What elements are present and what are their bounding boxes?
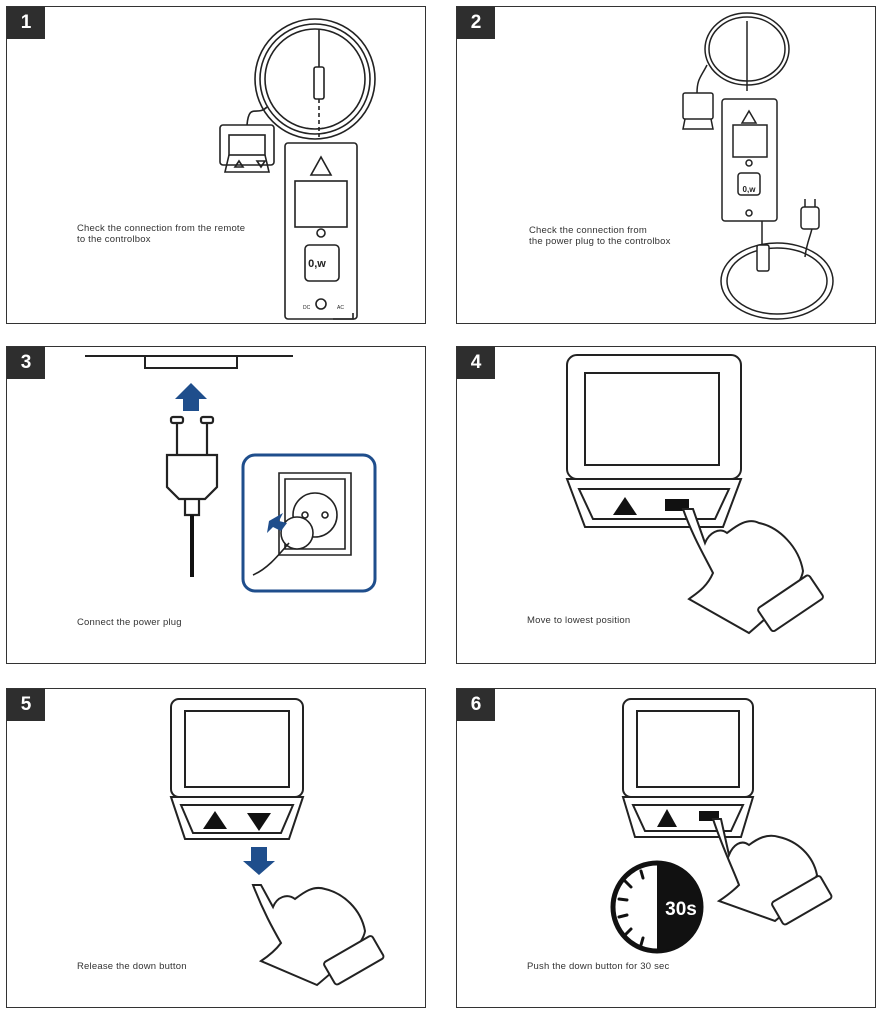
push-down-30sec-illustration: 30s	[610, 698, 833, 954]
dc-label: DC	[303, 305, 311, 311]
step-caption: Check the connection from the remote to …	[77, 223, 246, 245]
step-number-badge: 6	[457, 689, 495, 721]
step-panel-3: 3 Connect the power	[6, 346, 426, 664]
step-panel-2: 2 0,w Check the connecti	[456, 6, 876, 324]
up-arrow-icon	[175, 383, 207, 411]
step-caption: Connect the power plug	[77, 617, 182, 628]
up-button-icon	[203, 811, 227, 829]
step-number-badge: 2	[457, 7, 495, 39]
release-down-button-illustration	[169, 698, 385, 987]
step-number-badge: 4	[457, 347, 495, 379]
timer-icon	[610, 860, 704, 954]
insert-arrow-icon	[267, 513, 287, 533]
step-panel-5: 5 Release the down button	[6, 688, 426, 1008]
step-caption: Move to lowest position	[527, 615, 631, 626]
up-button-icon	[657, 809, 677, 827]
standby-logo-text: 0,w	[308, 258, 326, 270]
down-button-icon	[699, 811, 719, 821]
down-button-icon	[247, 813, 271, 831]
ac-label: AC	[337, 305, 344, 311]
step-caption: Check the connection from the power plug…	[529, 225, 671, 247]
powerplug-to-controlbox-illustration: 0,w	[682, 12, 834, 320]
step-number-badge: 1	[7, 7, 45, 39]
remote-to-controlbox-illustration: 0,w DC AC	[219, 18, 376, 320]
step-number-badge: 3	[7, 347, 45, 379]
step-number-badge: 5	[7, 689, 45, 721]
step-caption: Release the down button	[77, 961, 187, 972]
step-caption: Push the down button for 30 sec	[527, 961, 670, 972]
step-panel-1: 1 0,w DC AC	[6, 6, 426, 324]
up-button-icon	[613, 497, 637, 515]
connect-power-plug-illustration	[85, 355, 377, 593]
down-arrow-icon	[243, 847, 275, 875]
timer-label: 30s	[665, 899, 697, 920]
step-panel-4: 4 Move to lowest position	[456, 346, 876, 664]
step-panel-6: 6 30s Push the down	[456, 688, 876, 1008]
move-lowest-position-illustration	[565, 354, 824, 635]
standby-logo-text-small: 0,w	[743, 185, 757, 194]
